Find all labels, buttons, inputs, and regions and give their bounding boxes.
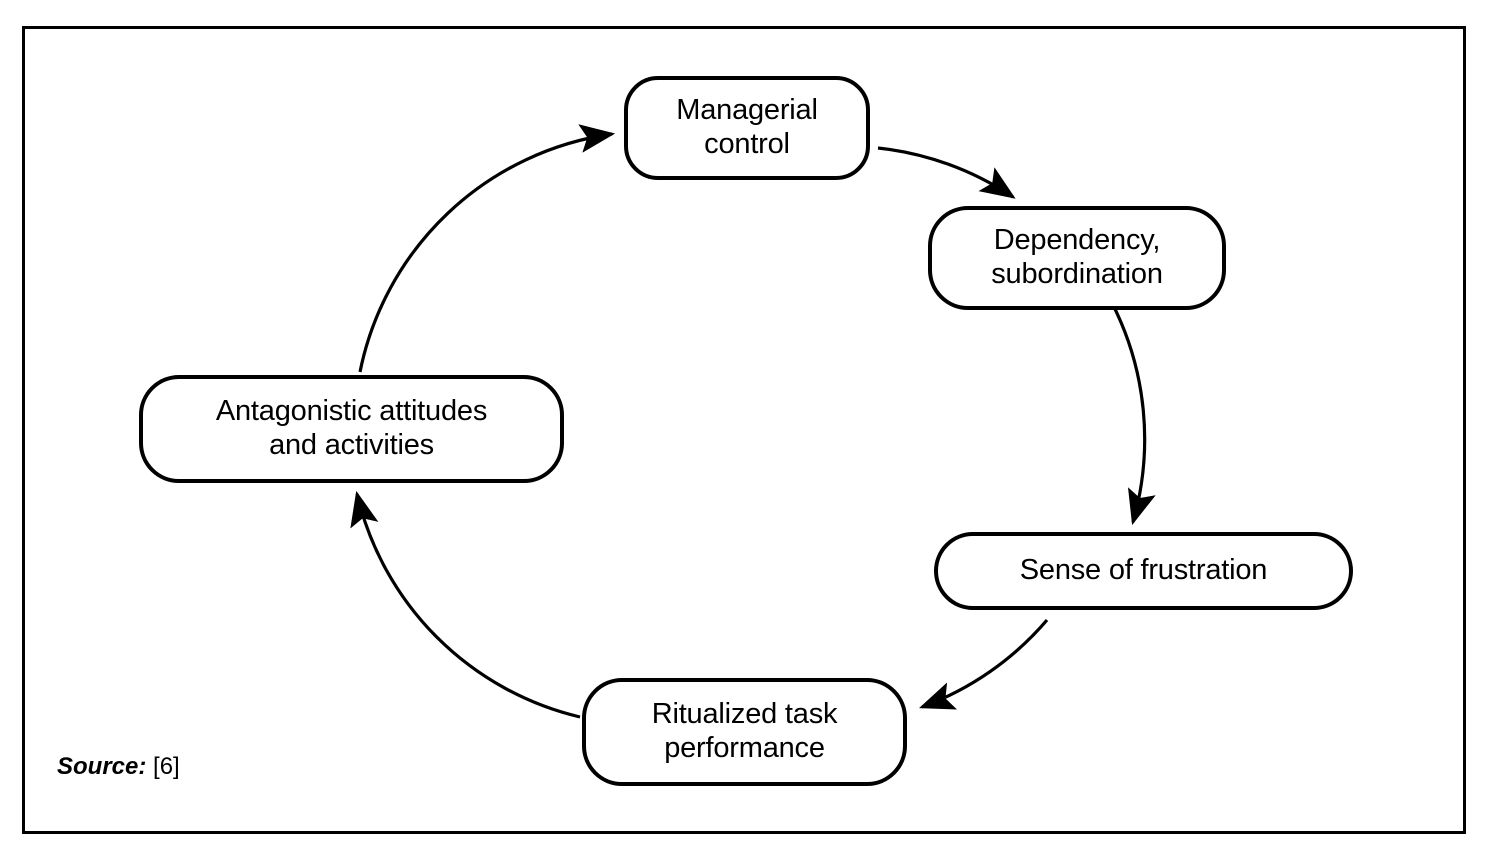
node-antagonistic-attitudes-label: Antagonistic attitudes and activities (215, 395, 488, 461)
node-dependency-subordination-label: Dependency, subordination (991, 224, 1163, 290)
node-dependency-subordination[interactable]: Dependency, subordination (928, 206, 1226, 310)
node-ritualized-task-performance-label: Ritualized task performance (651, 698, 838, 764)
source-reference: [6] (153, 753, 180, 780)
node-sense-of-frustration-label: Sense of frustration (1019, 554, 1268, 587)
source-label: Source: (57, 753, 147, 780)
edge-ritualized-to-antagonistic (350, 490, 581, 719)
edge-antagonistic-to-managerial (358, 124, 616, 373)
source-note: Source: [6] (57, 753, 180, 781)
node-ritualized-task-performance[interactable]: Ritualized task performance (582, 678, 907, 786)
edge-dependency-to-frustration (1110, 302, 1156, 526)
edge-managerial-to-dependency (877, 146, 1016, 199)
node-managerial-control-label: Managerial control (676, 94, 818, 160)
node-antagonistic-attitudes[interactable]: Antagonistic attitudes and activities (139, 375, 564, 483)
edge-frustration-to-ritualized (918, 618, 1049, 710)
node-managerial-control[interactable]: Managerial control (624, 76, 870, 180)
node-sense-of-frustration[interactable]: Sense of frustration (934, 532, 1353, 610)
